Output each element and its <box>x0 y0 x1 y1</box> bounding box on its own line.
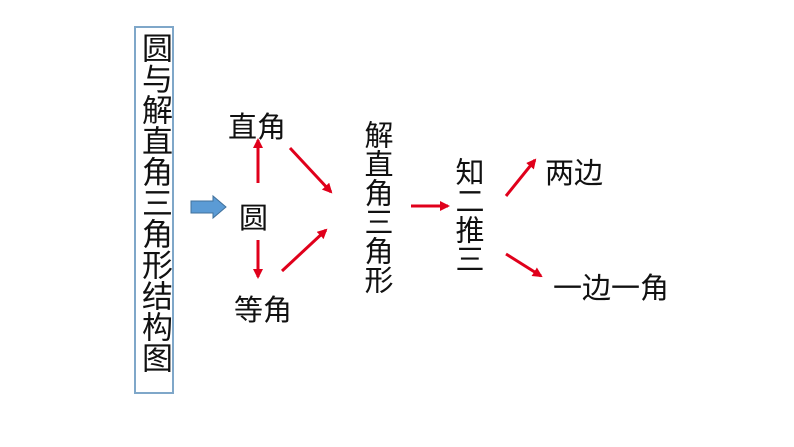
node-right-angle: 直角 <box>228 110 287 144</box>
diagram-title: 圆与解直角三角形结构图 <box>136 32 172 373</box>
block-arrow-icon <box>190 194 227 220</box>
arrow-know-two-to-two-sides <box>504 158 537 197</box>
node-solve-right-triangle: 解直角三角形 <box>360 120 394 294</box>
node-two-sides: 两边 <box>545 156 604 190</box>
arrow-know-two-to-side-angle <box>505 252 543 278</box>
node-circle: 圆 <box>239 201 269 235</box>
node-know-two-find-third: 知二推三 <box>451 157 485 273</box>
arrow-right-angle-to-solve <box>288 146 333 194</box>
node-one-side-one-angle: 一边一角 <box>553 271 670 305</box>
arrow-equal-angle-to-solve <box>280 228 328 273</box>
diagram-title-box: 圆与解直角三角形结构图 <box>134 26 174 394</box>
node-equal-angle: 等角 <box>234 293 293 327</box>
